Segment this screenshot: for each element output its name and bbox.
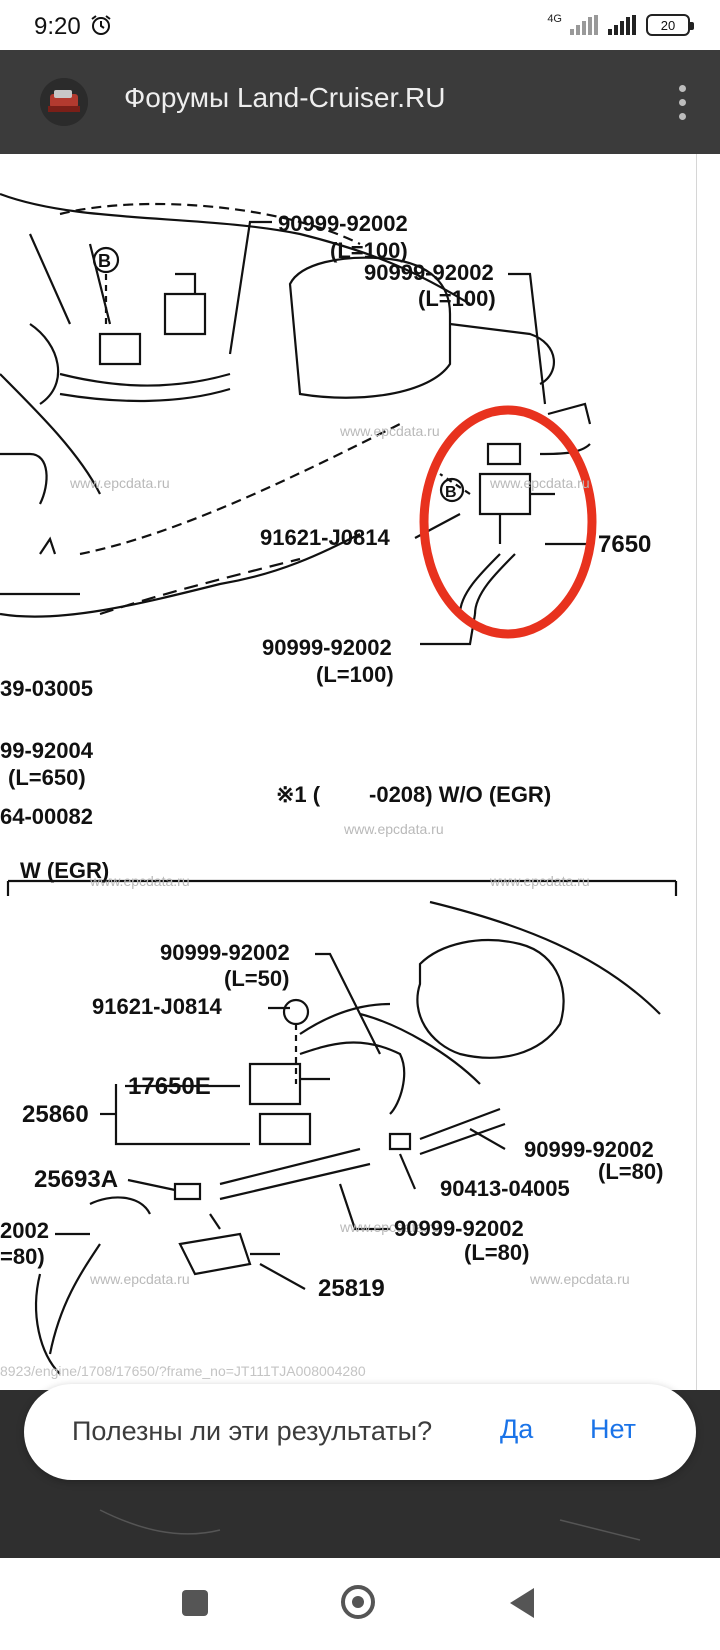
watermark: www.epcdata.ru (89, 1271, 190, 1287)
part-label: 90999-92002 (394, 1216, 524, 1241)
part-label: (L=100) (418, 286, 496, 311)
part-label: 25819 (318, 1275, 385, 1302)
part-label: 90413-04005 (440, 1176, 570, 1201)
part-label: =80) (0, 1244, 45, 1269)
part-label: 25693A (34, 1166, 118, 1193)
watermark: www.epcdata.ru (343, 821, 444, 837)
ref-b: B (98, 251, 111, 271)
section-label: W (EGR) (20, 858, 109, 883)
watermark: www.epcdata.ru (489, 873, 590, 889)
part-label: 64-00082 (0, 804, 93, 829)
dot-icon (678, 112, 686, 120)
highlight-circle (419, 405, 597, 639)
battery-level: 20 (660, 17, 676, 33)
site-favicon[interactable] (40, 78, 88, 126)
part-label: 90999-92002 (278, 211, 408, 236)
parts-diagram[interactable]: www.epcdata.ru www.epcdata.ru www.epcdat… (0, 154, 696, 1390)
signal-icon-2 (608, 15, 636, 35)
alarm-icon (91, 15, 111, 35)
watermark: www.epcdata.ru (529, 1271, 630, 1287)
watermark: www.epcdata.ru (489, 475, 590, 491)
note-label: ※1 ( -0208) W/O (EGR) (276, 782, 551, 807)
part-label: (L=650) (8, 765, 86, 790)
part-label: (L=80) (464, 1240, 529, 1265)
ref-b: B (445, 484, 457, 501)
dot-icon (678, 84, 686, 92)
recents-button[interactable] (182, 1590, 208, 1616)
part-label: 7650 (598, 531, 651, 558)
back-button[interactable] (510, 1588, 534, 1618)
network-type: 4G (547, 13, 562, 25)
viewer-header: Форумы Land-Cruiser.RU (0, 50, 720, 154)
part-label: (L=100) (316, 662, 394, 687)
feedback-card: Полезны ли эти результаты? Да Нет (24, 1384, 696, 1480)
part-label: 39-03005 (0, 676, 93, 701)
part-label: 90999-92002 (364, 260, 494, 285)
status-time: 9:20 (34, 13, 81, 40)
signal-icon (570, 15, 598, 35)
dot-icon (678, 98, 686, 106)
system-nav-bar (0, 1558, 720, 1650)
part-label: 90999-92002 (524, 1137, 654, 1162)
part-label: (L=50) (224, 966, 289, 991)
image-viewer: Форумы Land-Cruiser.RU (0, 50, 720, 1558)
part-label: 25860 (22, 1101, 89, 1128)
part-label: 17650E (128, 1073, 211, 1100)
part-label: 91621-J0814 (260, 525, 390, 550)
part-label: (L=100) (330, 238, 408, 263)
more-options-button[interactable] (662, 80, 702, 124)
watermark: www.epcdata.ru (339, 423, 440, 439)
watermark: www.epcdata.ru (89, 873, 190, 889)
part-label: 90999-92002 (160, 940, 290, 965)
status-bar: 9:20 4G 20 (0, 0, 720, 50)
part-label: 90999-92002 (262, 635, 392, 660)
status-indicators: 4G 20 (547, 13, 694, 36)
part-label: 91621-J0814 (92, 994, 222, 1019)
source-url: 8923/engine/1708/17650/?frame_no=JT111TJ… (0, 1363, 366, 1379)
part-label: 99-92004 (0, 738, 94, 763)
watermark: www.epcdata.ru (339, 1219, 440, 1235)
part-label: (L=80) (598, 1159, 663, 1184)
site-title[interactable]: Форумы Land-Cruiser.RU (124, 82, 446, 113)
home-button[interactable] (341, 1585, 375, 1619)
diagram-edge (696, 154, 720, 1390)
feedback-no-button[interactable]: Нет (590, 1414, 636, 1444)
feedback-question: Полезны ли эти результаты? (72, 1416, 433, 1446)
feedback-yes-button[interactable]: Да (500, 1414, 534, 1444)
watermark: www.epcdata.ru (69, 475, 170, 491)
part-label: 2002 (0, 1218, 49, 1243)
battery-icon: 20 (646, 14, 694, 36)
